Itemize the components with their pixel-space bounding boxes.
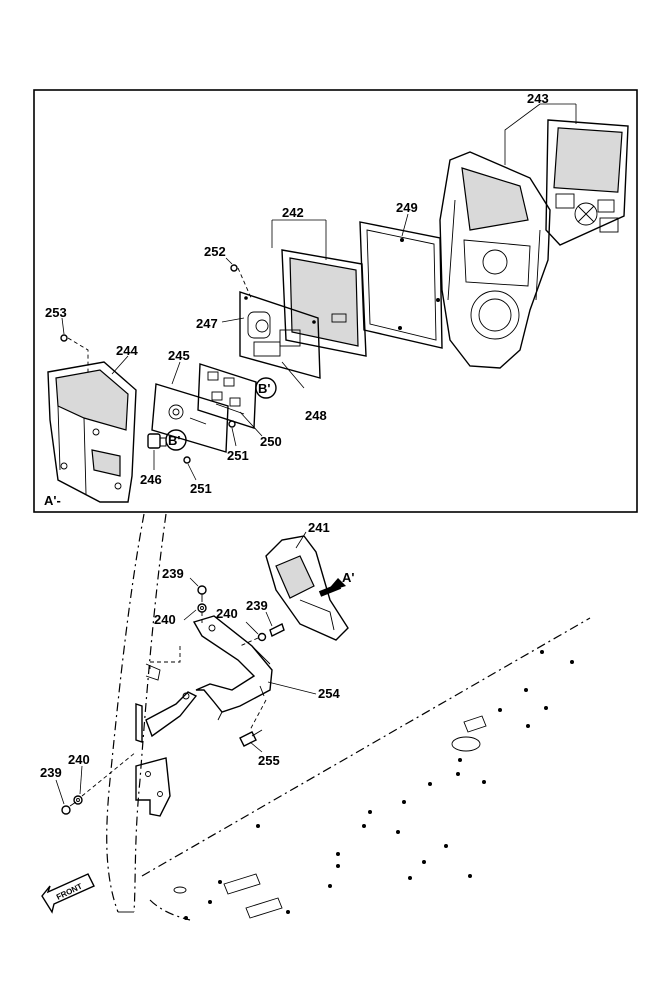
callout-239-b: 239 (246, 598, 268, 613)
part-242-panel (281, 249, 367, 357)
callout-251-b: 251 (190, 481, 212, 496)
callout-240-a: 240 (154, 612, 176, 627)
detail-frame (33, 89, 638, 513)
part-250-connector (197, 363, 257, 429)
gauge-housing (439, 151, 551, 369)
front-direction-arrow: FRONT (41, 873, 95, 914)
part-249-gasket (359, 221, 443, 349)
floor-slots (173, 715, 487, 919)
callout-247: 247 (196, 316, 218, 331)
part-241-pod-cover (265, 535, 349, 641)
detail-view-title: A'- (44, 493, 61, 508)
part-251-screw-b (183, 456, 191, 464)
part-240-washer-a (197, 603, 207, 626)
callout-254: 254 (318, 686, 340, 701)
svg-text:FRONT: FRONT (55, 882, 84, 902)
part-243-overlay (545, 119, 629, 246)
svg-text:A': A' (342, 570, 354, 585)
part-244-cover (47, 361, 137, 503)
part-246-knob (147, 433, 167, 449)
b-prime-marker-2: B' (165, 429, 187, 451)
svg-text:B': B' (168, 433, 180, 448)
callout-240-b: 240 (216, 606, 238, 621)
part-254-bracket (192, 615, 273, 721)
svg-text:B': B' (258, 381, 270, 396)
callout-246: 246 (140, 472, 162, 487)
part-239-bolt-b (269, 623, 285, 637)
callout-239-a: 239 (162, 566, 184, 581)
callout-245: 245 (168, 348, 190, 363)
part-239-bolt-a (197, 585, 207, 602)
callout-249: 249 (396, 200, 418, 215)
view-arrow-a-prime: A' (318, 570, 354, 597)
floor-holes (184, 650, 574, 920)
callout-244: 244 (116, 343, 138, 358)
hidden-bolt-path (81, 751, 137, 797)
part-239-bolt-c (61, 801, 77, 815)
callout-243: 243 (527, 91, 549, 106)
callout-255: 255 (258, 753, 280, 768)
part-251-screw-a (228, 420, 236, 428)
part-255-bolt (239, 729, 263, 747)
callout-252: 252 (204, 244, 226, 259)
cab-pillar-outline (106, 513, 145, 913)
callout-251-a: 251 (227, 448, 249, 463)
part-253-screw (60, 334, 89, 374)
callout-241: 241 (308, 520, 330, 535)
callout-253: 253 (45, 305, 67, 320)
part-240-washer-c (73, 795, 83, 805)
callout-240-c: 240 (68, 752, 90, 767)
callout-242: 242 (282, 205, 304, 220)
callout-248: 248 (305, 408, 327, 423)
part-245-plate (151, 383, 229, 453)
floor-outline (141, 617, 591, 921)
callout-239-c: 239 (40, 765, 62, 780)
part-240-washer-b (239, 632, 267, 647)
part-247-board (239, 291, 321, 379)
pillar-lower-bracket (135, 757, 171, 817)
callout-250: 250 (260, 434, 282, 449)
cab-pillar-outline-inner (133, 513, 167, 913)
b-prime-marker-1: B' (255, 377, 277, 399)
pillar-mount-bracket (135, 663, 198, 743)
